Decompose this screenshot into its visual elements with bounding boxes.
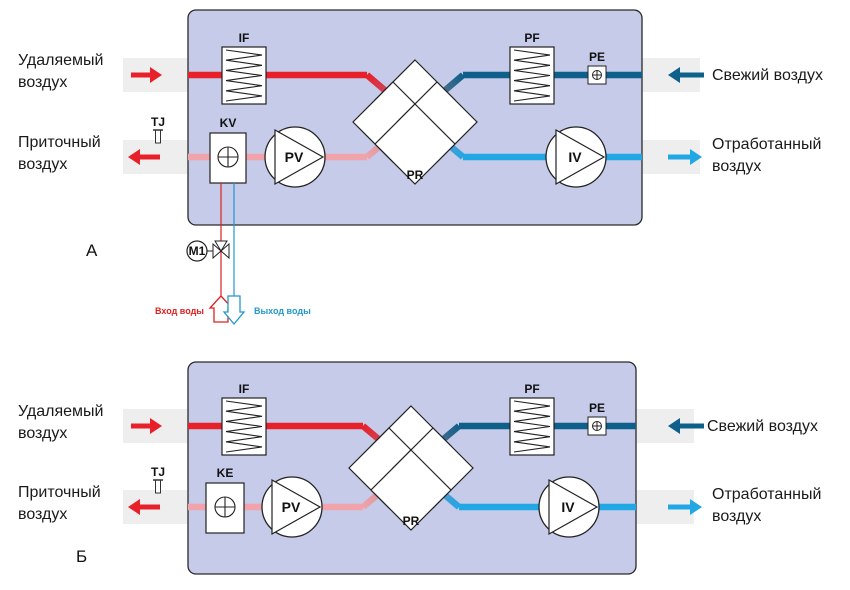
label-fresh: Свежий воздух [712,67,823,84]
recuperator-label: PR [403,514,420,528]
valve-icon-b [220,242,230,260]
valve-icon-c [214,240,228,252]
label-exhaust-1: Удаляемый [18,403,103,420]
arrow-fresh-in-head [668,418,680,434]
label-exhaust-1: Удаляемый [18,52,103,69]
label-supply-1: Приточный [18,134,101,151]
fan-supply-blade [271,478,322,536]
arrow-waste-out-head [690,149,702,165]
heater-label: KE [217,466,234,480]
fan-exhaust-blade [548,478,599,536]
fan-exhaust-label: IV [568,149,582,165]
label-supply-1: Приточный [18,484,101,501]
arrow-exhaust-in-head [150,67,162,83]
sensor-label: PE [589,401,605,415]
recuperator-plate [370,449,452,531]
label-water-out: Выход воды [254,306,311,316]
fan-supply-label: PV [285,149,304,165]
sensor-cross [592,421,602,431]
heater-cross [218,147,238,167]
thermo-label: TJ [151,465,165,479]
panel-letter: Б [76,547,87,566]
panel-letter: А [86,241,98,260]
arrow-exhaust-in-head [150,418,162,434]
label-exhaust-2: воздух [18,74,67,91]
arrow-fresh-in-head [668,67,680,83]
fan-exhaust-label: IV [561,499,575,515]
arrow-waste-out-head [690,499,702,515]
label-waste-2: воздух [712,158,761,175]
label-exhaust-2: воздух [18,425,67,442]
heater-label: KV [220,116,237,130]
filter-exhaust [221,46,267,105]
filter-exhaust-label: IF [239,382,250,396]
thermo-label: TJ [151,115,165,129]
label-water-in: Вход воды [155,306,204,316]
filter-fresh-pleats [513,400,551,453]
sensor-label: PE [589,50,605,64]
filter-exhaust-pleats [225,400,263,453]
filter-fresh-pleats [513,49,551,102]
filter-fresh-label: PF [524,382,539,396]
fan-supply-blade [274,128,325,186]
heater-cross [215,497,235,517]
heater-box [205,482,245,534]
label-fresh: Свежий воздух [707,418,818,435]
arrow-supply-out-head [128,149,140,165]
recuperator-label: PR [407,168,424,182]
motor-icon [186,240,208,262]
motor-label: M1 [189,244,206,258]
label-supply-2: воздух [18,506,67,523]
label-waste-1: Отработанный [712,136,821,153]
recuperator-plate [374,103,456,185]
label-supply-2: воздух [18,156,67,173]
filter-exhaust-pleats [225,49,263,102]
thermo-icon [155,479,161,494]
label-waste-2: воздух [712,508,761,525]
filter-fresh-label: PF [524,31,539,45]
arrow-water-out [222,295,246,326]
thermo-icon [155,129,161,144]
fan-supply-label: PV [282,499,301,515]
arrow-supply-out-head [128,499,140,515]
fan-exhaust-blade [555,128,606,186]
filter-exhaust-label: IF [239,31,250,45]
sensor-cross [592,70,602,80]
label-waste-1: Отработанный [712,486,821,503]
